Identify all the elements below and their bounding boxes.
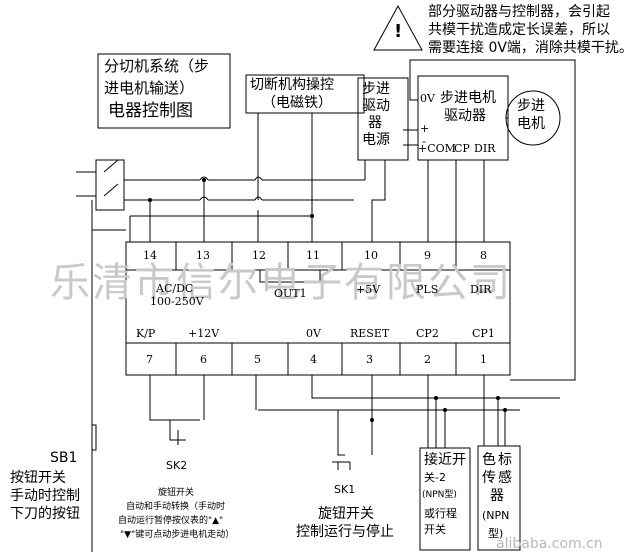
sk2-label-2: 自动和手动转换（手动时 — [126, 502, 226, 512]
voltage-label: 100-250V — [150, 295, 204, 308]
proximity-label-7: 开关 — [424, 523, 446, 536]
watermark: 乐清市信尔电子有限公司 — [50, 260, 512, 306]
terminal-6: 6 — [200, 353, 207, 366]
main-switch — [95, 159, 125, 211]
driver-title-1: 步进电机 — [440, 90, 496, 106]
color-sensor-label-6: (NPN — [482, 509, 510, 522]
power-supply-box — [357, 77, 409, 161]
proximity-label-5: (NPN型) — [422, 490, 457, 500]
sk1-label-2: 控制运行与停止 — [296, 524, 394, 540]
color-sensor-box — [477, 445, 521, 551]
driver-plus: + — [420, 122, 430, 135]
dir-label: DIR — [470, 283, 492, 296]
proximity-char-1: 接 — [424, 452, 438, 468]
sk2-id: SK2 — [166, 459, 188, 472]
terminal-5: 5 — [254, 353, 261, 366]
reset-label: RESET — [350, 327, 390, 340]
proximity-label-6: 或行程 — [424, 507, 457, 520]
warning-text-3: 需要连接 0V端，消除共模干扰。 — [428, 40, 630, 56]
terminal-1: 1 — [480, 353, 487, 366]
terminal-3: 3 — [366, 353, 373, 366]
psu-char-2: 进 — [376, 81, 390, 97]
sb1-label-2: 手动时控制 — [10, 488, 80, 504]
ov-label: 0V — [306, 327, 321, 340]
cutter-box — [245, 74, 365, 114]
cutter-label-2: （电磁铁） — [262, 95, 332, 111]
proximity-char-3: 开 — [452, 452, 466, 468]
sb1-id: SB1 — [50, 450, 78, 466]
color-sensor-char-3: 传 — [482, 470, 496, 486]
out1-label: OUT1 — [274, 287, 307, 300]
terminal-4: 4 — [310, 353, 317, 366]
psu-char-7: 源 — [376, 132, 390, 148]
proximity-label-4: 关-2 — [424, 471, 446, 484]
terminal-8: 8 — [480, 249, 487, 262]
color-sensor-label-7: 型) — [488, 527, 504, 540]
controller-box — [125, 241, 511, 376]
terminal-11: 11 — [306, 249, 320, 262]
driver-title-2: 驱动器 — [444, 108, 486, 124]
title-line-3: 电器控制图 — [108, 101, 193, 121]
acdc-label: AC/DC — [156, 282, 194, 295]
cutter-label-1: 切断机构操控 — [250, 77, 334, 93]
pls-label: PLS — [416, 283, 439, 296]
psu-char-5: 器 — [368, 115, 382, 131]
color-sensor-char-2: 标 — [498, 452, 512, 468]
driver-com: +COM — [418, 142, 456, 155]
psu-char-1: 步 — [362, 81, 376, 97]
kp-label: K/P — [136, 327, 156, 340]
motor-label-1: 步进 — [517, 98, 545, 114]
title-box — [97, 53, 231, 129]
warning-symbol: ! — [394, 21, 403, 42]
psu-char-4: 动 — [376, 98, 390, 114]
color-sensor-char-5: 器 — [490, 488, 504, 504]
motor-label-2: 电机 — [517, 116, 545, 132]
plus5v-label: +5V — [356, 283, 381, 296]
sb1-label-1: 按钮开关 — [10, 470, 66, 486]
warning-text-1: 部分驱动器与控制器，会引起 — [428, 4, 610, 20]
terminal-7: 7 — [146, 353, 153, 366]
terminal-12: 12 — [252, 249, 266, 262]
psu-char-3: 驱 — [362, 98, 376, 114]
proximity-char-2: 近 — [438, 452, 452, 468]
terminal-2: 2 — [424, 353, 431, 366]
driver-cp: CP — [454, 142, 470, 155]
driver-minus: - — [422, 135, 426, 148]
title-line-1: 分切机系统（步 — [104, 57, 210, 75]
sk1-label-1: 旋钮开关 — [318, 506, 374, 522]
cp1-label: CP1 — [472, 327, 495, 340]
cp2-label: CP2 — [416, 327, 439, 340]
driver-0v: 0V — [420, 92, 435, 105]
terminal-14: 14 — [143, 249, 157, 262]
color-sensor-char-1: 色 — [482, 452, 496, 468]
driver-dir: DIR — [474, 142, 496, 155]
title-line-2: 进电机输送） — [104, 79, 195, 97]
sk2-label-3: 自动运行暂停按仪表的"▲" — [118, 516, 224, 526]
terminal-13: 13 — [196, 249, 210, 262]
psu-char-6: 电 — [362, 132, 376, 148]
alibaba-watermark: alibaba.com.cn — [496, 536, 603, 552]
sk1-id: SK1 — [334, 483, 356, 496]
sk2-label-4: "▼"键可点动步进电机走动） — [120, 530, 235, 540]
color-sensor-char-4: 感 — [498, 470, 512, 486]
terminal-10: 10 — [364, 249, 378, 262]
sk2-label-1: 旋钮开关 — [158, 488, 195, 498]
terminal-9: 9 — [424, 249, 431, 262]
plus12v-label: +12V — [188, 327, 220, 340]
sb1-label-3: 下刀的按钮 — [10, 506, 80, 522]
warning-icon — [373, 4, 423, 51]
warning-text-2: 共模干扰造成定长误差，所以 — [428, 22, 610, 38]
